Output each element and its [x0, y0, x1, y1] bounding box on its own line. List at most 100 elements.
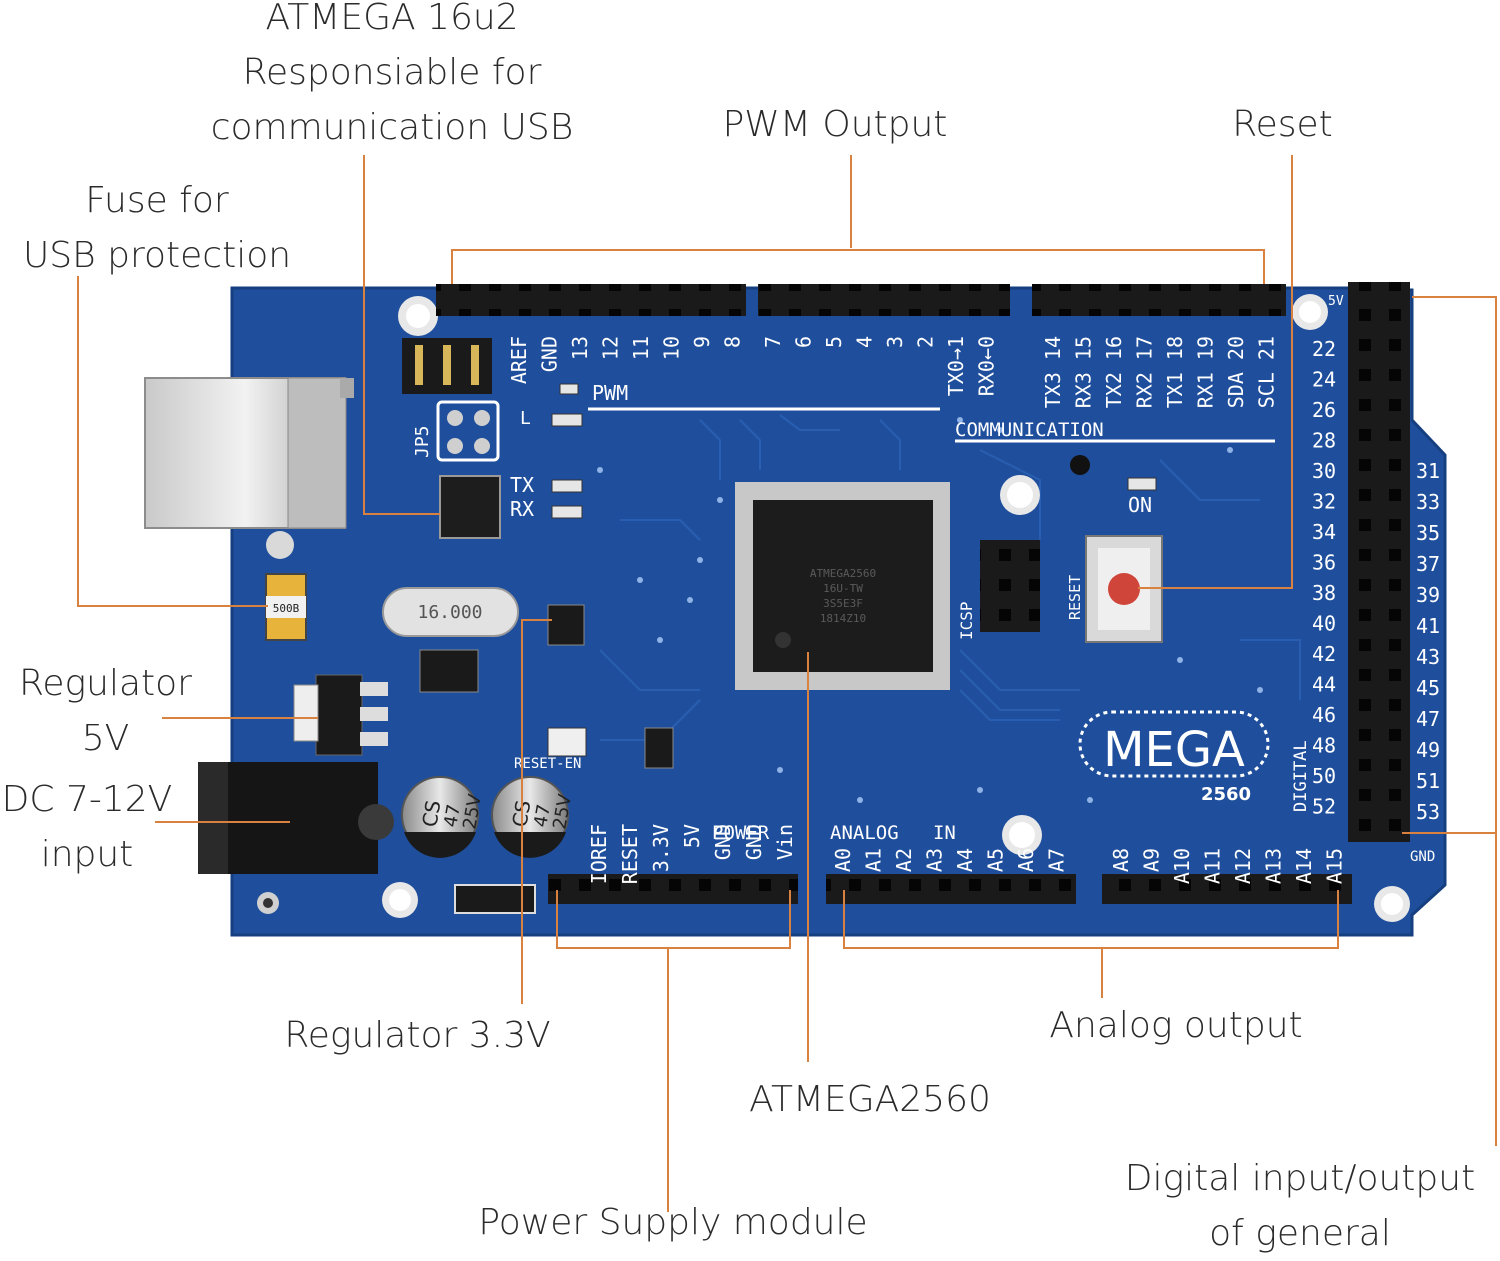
- l-silk: L: [520, 408, 531, 429]
- pin-label-analog-a: A4: [953, 848, 977, 872]
- fuse-code-text: 500B: [273, 602, 300, 615]
- pin-label-analog-a: A0: [831, 848, 855, 872]
- reset-en-pad: [547, 727, 587, 757]
- pin-label-power: RESET: [618, 824, 642, 884]
- usb-b-connector: [144, 377, 354, 529]
- pin-label-right-right: 45: [1416, 676, 1440, 700]
- label-digital-line1: Digital input/output: [1124, 1158, 1476, 1199]
- pin-label-top-a: AREF: [507, 336, 531, 384]
- pin-label-top-a: 11: [629, 336, 653, 360]
- pin-label-right-right: 49: [1416, 738, 1440, 762]
- pin-label-right-right: 31: [1416, 459, 1440, 483]
- pin-label-right-right: 47: [1416, 707, 1440, 731]
- label-reg5v-line2: 5V: [81, 718, 130, 759]
- pin-label-top-a: 9: [690, 336, 714, 348]
- pin-label-right-right: 33: [1416, 490, 1440, 514]
- pin-label-right-left: 44: [1312, 673, 1336, 697]
- power-silk: POWER: [712, 822, 770, 844]
- atmega2560-chip: ATMEGA2560 16U-TW 3S5E3F 1814Z10: [735, 482, 950, 690]
- pin-label-top-c: RX2 17: [1133, 336, 1157, 408]
- leader-16u2: [363, 155, 440, 515]
- leader-reg33: [521, 619, 552, 1004]
- label-fuse-line1: Fuse for: [85, 180, 229, 221]
- regulator-5v-part: [293, 674, 388, 756]
- pin-label-top-a: 10: [660, 336, 684, 360]
- pin-label-top-b: 7: [761, 336, 785, 348]
- pin-label-analog-b: A13: [1262, 848, 1286, 884]
- pin-label-right-left: 24: [1312, 368, 1336, 392]
- pin-label-analog-a: A2: [892, 848, 916, 872]
- pin-label-right-right: 53: [1416, 800, 1440, 824]
- pin-label-right-left: 36: [1312, 551, 1336, 575]
- pin-label-right-left: 50: [1312, 764, 1336, 788]
- usb-fuse: 500B: [265, 573, 307, 641]
- label-dc-line2: input: [40, 834, 134, 875]
- pin-label-power: 3.3V: [649, 824, 673, 872]
- pin-label-top-a: 12: [599, 336, 623, 360]
- label-analog-text: Analog output: [1049, 1005, 1303, 1046]
- pin-label-right-left: 26: [1312, 398, 1336, 422]
- leader-fuse: [77, 276, 268, 607]
- label-atmega2560-text: ATMEGA2560: [749, 1079, 991, 1120]
- pin-label-top-a: 13: [568, 336, 592, 360]
- pin-label-top-b: 3: [883, 336, 907, 348]
- label-analog-output: Analog output: [1040, 998, 1312, 1053]
- pin-label-right-left: 46: [1312, 703, 1336, 727]
- mega-logo-text: MEGA: [1103, 722, 1245, 778]
- pin-label-right-left: 32: [1312, 490, 1336, 514]
- header-analog-a: [826, 874, 1076, 904]
- pin-label-top-b: 2: [914, 336, 938, 348]
- pwm-silk: PWM: [592, 381, 628, 405]
- pin-label-top-c: TX3 14: [1041, 336, 1065, 408]
- tx-silk: TX: [510, 473, 534, 497]
- communication-silk: COMMUNICATION: [955, 419, 1104, 441]
- cap-right-value: 47: [530, 803, 555, 829]
- jp5-header: JP5: [402, 338, 500, 462]
- mega-model-text: 2560: [1201, 784, 1251, 805]
- pin-label-top-c: RX3 15: [1072, 336, 1096, 408]
- pin-label-top-b: 5: [822, 336, 846, 348]
- pin-label-top-b: RX0←0: [975, 336, 999, 396]
- pin-label-top-c: TX1 18: [1163, 336, 1187, 408]
- pin-label-right-left: 52: [1312, 795, 1336, 819]
- mounting-holes: [257, 294, 1410, 922]
- label-power-text: Power Supply module: [478, 1202, 868, 1243]
- pin-label-power: IOREF: [587, 824, 611, 884]
- leader-power: [556, 890, 791, 1212]
- header-top-a: [436, 284, 746, 316]
- pin-label-top-c: TX2 16: [1102, 336, 1126, 408]
- label-dc-input: DC 7-12V input: [0, 772, 174, 882]
- digital-silk: DIGITAL: [1291, 740, 1311, 812]
- header-right: [1348, 282, 1410, 842]
- label-reg33-text: Regulator 3.3V: [284, 1015, 551, 1056]
- label-reset-text: Reset: [1232, 104, 1333, 145]
- reset-silk: RESET: [1066, 575, 1084, 620]
- label-atmega16u2-line3: communication USB: [210, 107, 574, 148]
- pin-label-analog-b: A8: [1109, 848, 1133, 872]
- leader-reset: [1138, 155, 1293, 589]
- leader-analog: [843, 890, 1339, 998]
- pin-label-right-left: 30: [1312, 459, 1336, 483]
- pcb-vias: [597, 417, 1263, 803]
- header-analog-b: [1102, 874, 1352, 904]
- pin-label-analog-b: A9: [1140, 848, 1164, 872]
- on-silk: ON: [1128, 493, 1152, 517]
- label-atmega16u2: ATMEGA 16u2 Responsiable for communicati…: [200, 0, 584, 155]
- pin-label-right-right: 43: [1416, 645, 1440, 669]
- pin-label-top-c: SDA 20: [1224, 336, 1248, 408]
- pin-label-analog-b: A12: [1231, 848, 1255, 884]
- pin-label-top-c: SCL 21: [1255, 336, 1279, 408]
- pin-label-analog-a: A6: [1014, 848, 1038, 872]
- pin-label-top-c: RX1 19: [1194, 336, 1218, 408]
- pin-label-power: 5V: [680, 824, 704, 848]
- label-reset: Reset: [1225, 97, 1340, 152]
- pin-label-analog-b: A15: [1323, 848, 1347, 884]
- label-fuse: Fuse for USB protection: [12, 173, 302, 283]
- pin-label-top-a: 8: [721, 336, 745, 348]
- pin-label-analog-a: A3: [923, 848, 947, 872]
- pcb-traces: [599, 414, 1301, 741]
- label-atmega2560: ATMEGA2560: [732, 1072, 1008, 1127]
- icsp-header: [980, 540, 1040, 632]
- pin-label-right-right: 37: [1416, 552, 1440, 576]
- pin-label-right-left: 48: [1312, 734, 1336, 758]
